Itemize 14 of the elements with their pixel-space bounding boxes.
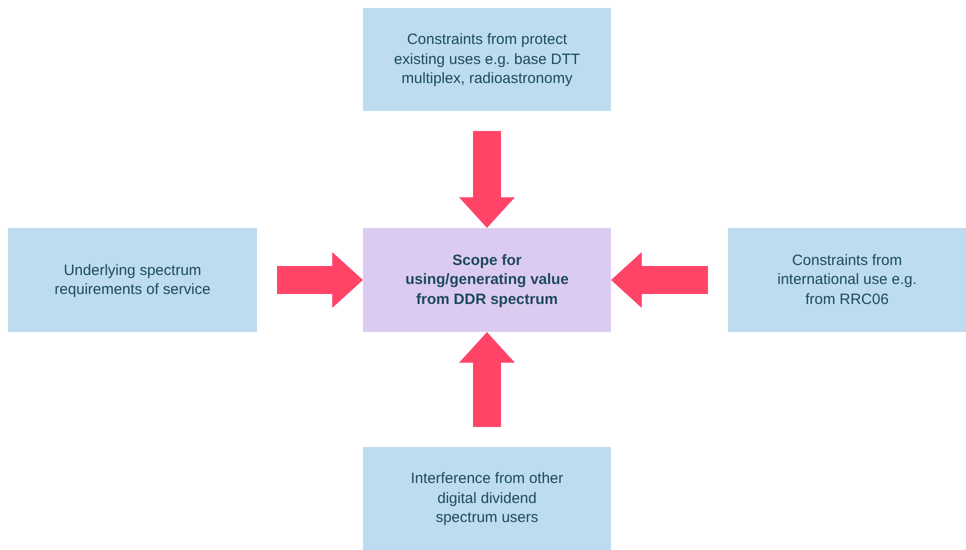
block-arrow [277, 252, 363, 308]
constraint-box [8, 228, 257, 332]
block-arrow [611, 252, 708, 308]
box-text: Constraints from protect existing uses e.g. base DTT multiplex, radioastronomy [393, 30, 581, 89]
block-arrow [459, 332, 515, 427]
box-text: Constraints from international use e.g. from RRC06 [776, 250, 918, 310]
constraint-box [363, 8, 611, 111]
block-arrow [459, 131, 515, 228]
constraint-box [728, 228, 966, 332]
box-text: Scope for using/generating value from DDR spectrum [404, 250, 570, 310]
box-text: Underlying spectrum requirements of service [54, 260, 212, 300]
center-box [363, 228, 611, 332]
constraint-box [363, 447, 611, 550]
box-text: Interference from other digital dividend spectrum users [410, 469, 564, 528]
